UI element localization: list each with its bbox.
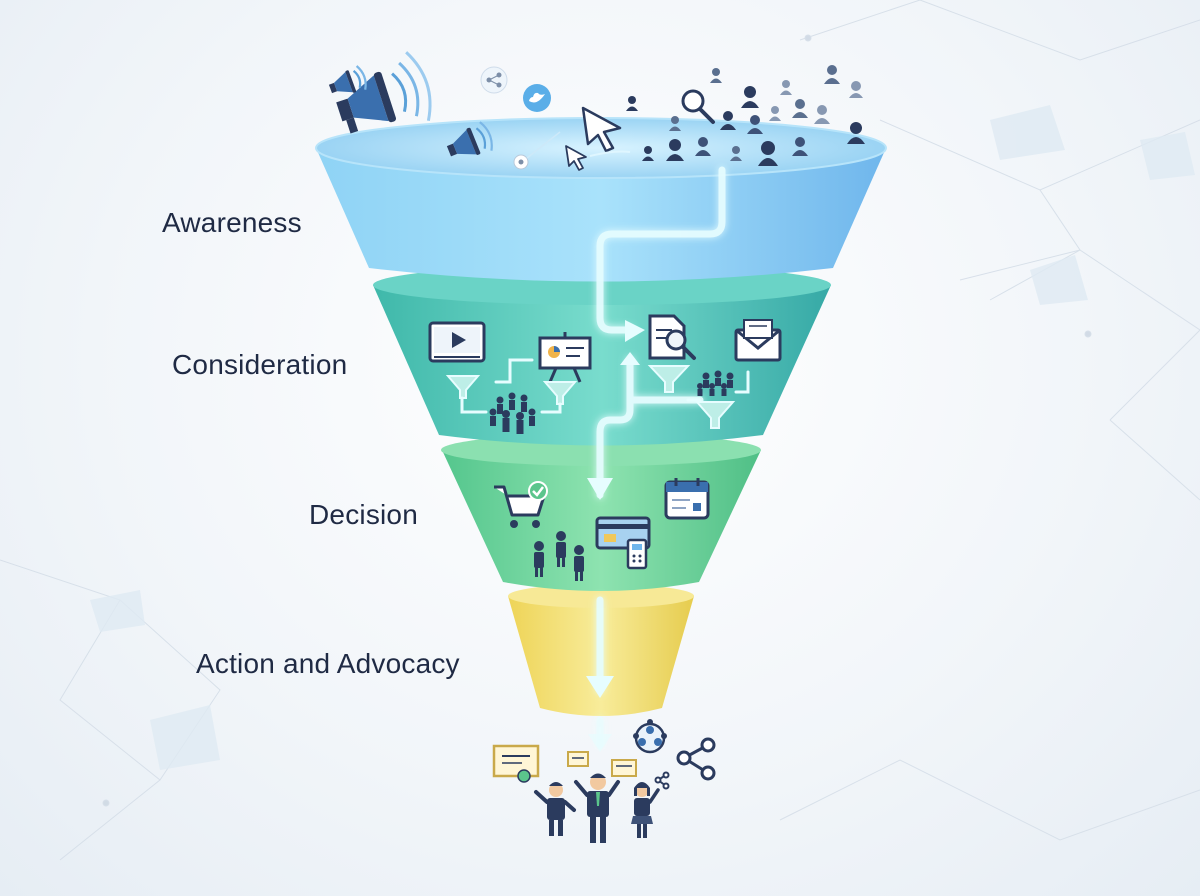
small-share-icon (654, 771, 670, 790)
presentation-board-icon (538, 332, 592, 383)
customers-group-icon (534, 531, 584, 581)
megaphone-icon (336, 51, 432, 134)
stage-label-consideration: Consideration (172, 349, 348, 380)
email-envelope-icon (734, 319, 782, 362)
flow-connector-arrows (460, 358, 750, 414)
funnel-awareness (315, 117, 887, 282)
stage-label-awareness: Awareness (162, 207, 302, 238)
share-icon (480, 66, 508, 94)
certificate-icon (492, 744, 540, 783)
stage-label-action-advocacy: Action and Advocacy (196, 648, 460, 679)
calendar-icon (664, 478, 710, 520)
social-bubble-icon (513, 131, 561, 170)
background-network (0, 0, 1200, 861)
filter-funnel-icon (445, 365, 736, 429)
credit-card-terminal-icon (595, 516, 651, 570)
flow-arrowheads (586, 320, 645, 752)
shopping-cart-check-icon (494, 481, 548, 528)
megaphone-icon (446, 121, 493, 157)
megaphone-icon (328, 65, 367, 94)
audience-crowd-icon (626, 65, 865, 166)
audience-group-icon (489, 370, 734, 434)
background-shapes (90, 105, 1195, 770)
video-player-icon (428, 321, 486, 363)
certificate-icon (567, 751, 589, 767)
advocates-people-icon (534, 773, 660, 843)
certificate-icon (611, 759, 637, 777)
community-network-icon (633, 719, 667, 754)
share-network-icon (676, 737, 716, 781)
magnifier-icon (681, 89, 715, 124)
document-search-icon (648, 314, 696, 360)
cursor-icon (581, 106, 622, 153)
stage-label-decision: Decision (309, 499, 418, 530)
cursor-icon (565, 145, 631, 171)
twitter-icon (523, 84, 551, 112)
